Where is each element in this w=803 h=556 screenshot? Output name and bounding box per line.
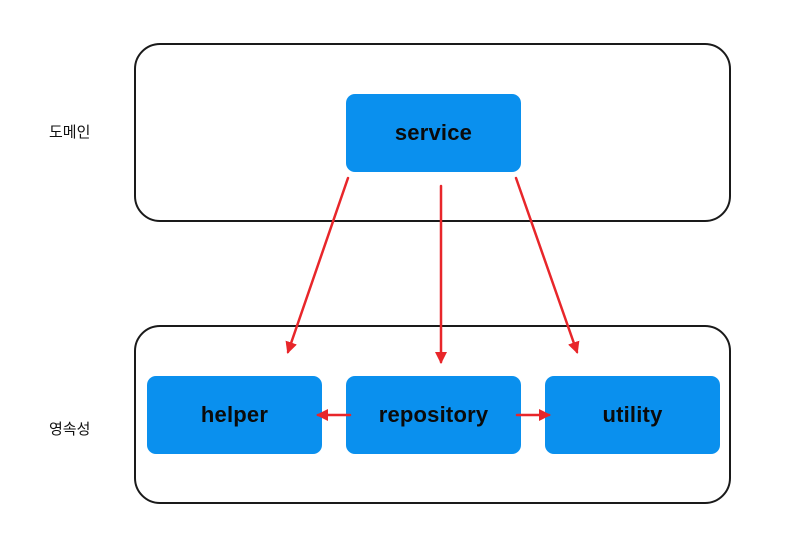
helper-node[interactable]: helper — [147, 376, 322, 454]
domain-layer-container — [134, 43, 731, 222]
utility-node[interactable]: utility — [545, 376, 720, 454]
service-node[interactable]: service — [346, 94, 521, 172]
persistence-layer-container — [134, 325, 731, 504]
repository-node[interactable]: repository — [346, 376, 521, 454]
persistence-layer-label: 영속성 — [49, 420, 91, 438]
domain-layer-label: 도메인 — [49, 123, 91, 141]
